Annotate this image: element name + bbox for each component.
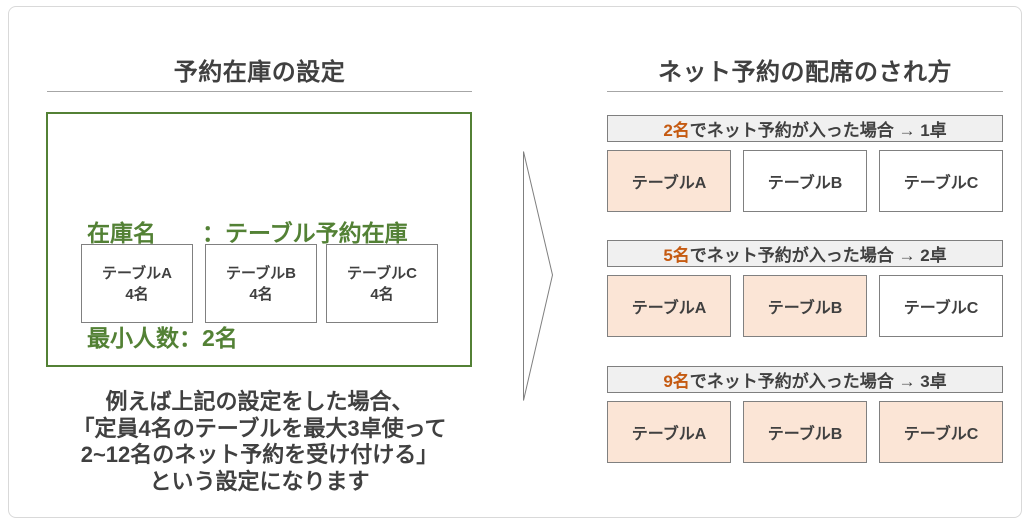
left-title-rule <box>47 91 472 92</box>
example-note-line-1: 例えば上記の設定をした場合、 <box>105 389 414 414</box>
inventory-table-c: テーブルC 4名 <box>326 244 438 323</box>
scenario-5-table-a: テーブルA <box>607 275 731 337</box>
scenario-9-table-b: テーブルB <box>743 401 867 463</box>
inventory-tables-row: テーブルA 4名 テーブルB 4名 テーブルC 4名 <box>81 244 441 323</box>
inventory-table-b: テーブルB 4名 <box>205 244 317 323</box>
scenario-9-table-a: テーブルA <box>607 401 731 463</box>
right-column-title: ネット予約の配席のされ方 <box>658 59 952 86</box>
inventory-table-c-capacity: 4名 <box>370 285 394 303</box>
inventory-table-c-name: テーブルC <box>347 264 417 282</box>
inventory-table-b-capacity: 4名 <box>249 285 273 303</box>
scenario-9-guests-header: 9名でネット予約が入った場合 → 3卓 <box>607 366 1003 393</box>
scenario-2-condition: でネット予約が入った場合 → 1卓 <box>689 121 947 140</box>
scenario-9-condition: でネット予約が入った場合 → 3卓 <box>689 372 947 391</box>
scenario-9-table-c: テーブルC <box>879 401 1003 463</box>
inventory-name-line: 在庫名 ：テーブル予約在庫 <box>87 220 408 246</box>
right-arrow-icon <box>523 151 554 401</box>
scenario-5-table-b: テーブルB <box>743 275 867 337</box>
scenario-5-guests-header: 5名でネット予約が入った場合 → 2卓 <box>607 240 1003 267</box>
scenario-2-guest-count: 2名 <box>663 121 690 140</box>
scenario-9-guests: 9名でネット予約が入った場合 → 3卓 テーブルA テーブルB テーブルC <box>607 366 1003 463</box>
scenario-2-table-b: テーブルB <box>743 150 867 212</box>
example-note-line-2: 「定員4名のテーブルを最大3卓使って <box>72 415 447 441</box>
scenario-9-guest-count: 9名 <box>663 372 690 391</box>
scenario-2-table-a: テーブルA <box>607 150 731 212</box>
scenario-5-guest-count: 5名 <box>663 246 690 265</box>
outer-card: 予約在庫の設定 在庫名 ：テーブル予約在庫 最小人数：2名 テーブルA 4名 テ… <box>8 6 1022 518</box>
inventory-table-a-name: テーブルA <box>102 264 172 282</box>
scenario-5-table-c: テーブルC <box>879 275 1003 337</box>
example-note-line-4: という設定になります <box>149 468 370 494</box>
example-note-line-3: 2~12名のネット予約を受け付ける」 <box>80 442 439 467</box>
inventory-settings-text: 在庫名 ：テーブル予約在庫 最小人数：2名 <box>87 146 408 426</box>
inventory-settings-box: 在庫名 ：テーブル予約在庫 最小人数：2名 テーブルA 4名 テーブルB 4名 … <box>46 112 472 367</box>
inventory-table-a: テーブルA 4名 <box>81 244 193 323</box>
scenario-5-condition: でネット予約が入った場合 → 2卓 <box>689 246 947 265</box>
scenario-5-guests: 5名でネット予約が入った場合 → 2卓 テーブルA テーブルB テーブルC <box>607 240 1003 337</box>
inventory-table-a-capacity: 4名 <box>125 285 149 303</box>
right-title-rule <box>607 91 1003 92</box>
example-note: 例えば上記の設定をした場合、 「定員4名のテーブルを最大3卓使って 2~12名の… <box>47 389 472 495</box>
left-column-title: 予約在庫の設定 <box>173 59 346 86</box>
scenario-5-tables-row: テーブルA テーブルB テーブルC <box>607 275 1003 337</box>
scenario-9-tables-row: テーブルA テーブルB テーブルC <box>607 401 1003 463</box>
inventory-min-guests-line: 最小人数：2名 <box>87 325 238 351</box>
scenario-2-guests: 2名でネット予約が入った場合 → 1卓 テーブルA テーブルB テーブルC <box>607 115 1003 212</box>
inventory-table-b-name: テーブルB <box>226 264 296 282</box>
scenario-2-guests-header: 2名でネット予約が入った場合 → 1卓 <box>607 115 1003 142</box>
scenario-2-table-c: テーブルC <box>879 150 1003 212</box>
scenario-2-tables-row: テーブルA テーブルB テーブルC <box>607 150 1003 212</box>
